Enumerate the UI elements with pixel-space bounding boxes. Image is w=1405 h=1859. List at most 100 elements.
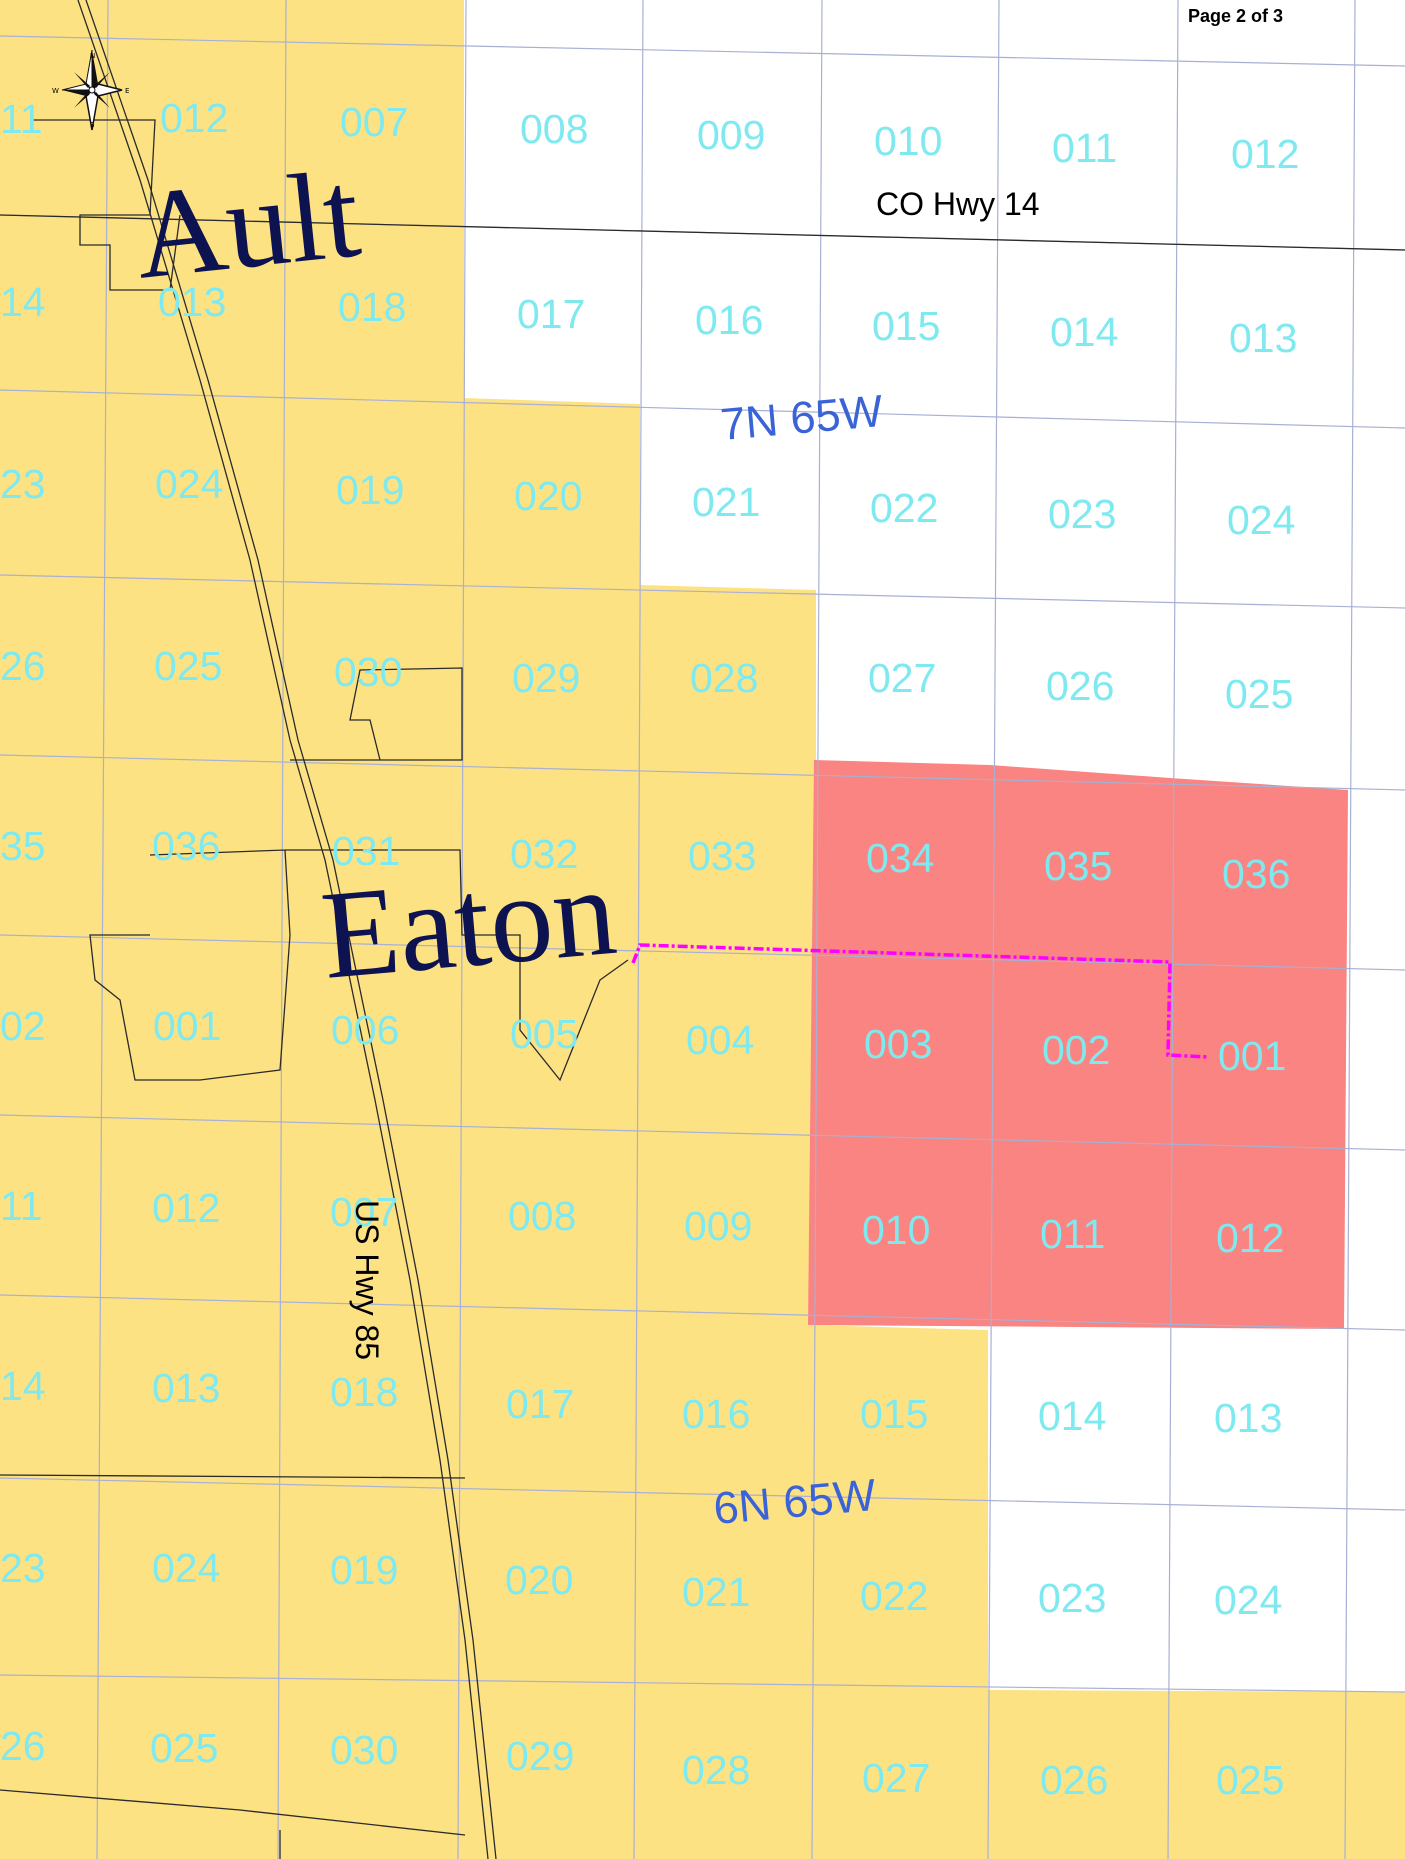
section-label: 034 <box>866 835 934 881</box>
section-label: 027 <box>862 1755 930 1801</box>
section-label: 004 <box>686 1017 754 1063</box>
section-label: 021 <box>692 479 760 525</box>
section-label: 11 <box>0 1183 43 1229</box>
section-label: 030 <box>330 1727 398 1773</box>
section-label: 023 <box>1048 491 1116 537</box>
section-label: 23 <box>0 1545 46 1591</box>
town-boundary-ault <box>30 119 181 291</box>
section-label: 024 <box>1214 1577 1282 1623</box>
road-label-us-hwy-85: US Hwy 85 <box>349 1200 385 1360</box>
section-label: 006 <box>331 1007 399 1053</box>
section-label: 010 <box>862 1207 930 1253</box>
section-label: 11 <box>0 96 43 142</box>
section-label: 022 <box>870 485 938 531</box>
project-area <box>808 760 1348 1329</box>
section-label: 016 <box>682 1391 750 1437</box>
section-label: 023 <box>1038 1575 1106 1621</box>
compass-west-label: W <box>52 87 59 95</box>
compass-north-label: N <box>90 52 95 60</box>
section-label: 027 <box>868 655 936 701</box>
section-label: 015 <box>860 1391 928 1437</box>
section-label: 012 <box>1216 1215 1284 1261</box>
section-label: 23 <box>0 461 46 507</box>
section-label: 025 <box>1225 671 1293 717</box>
section-label: 013 <box>152 1365 220 1411</box>
section-label: 030 <box>334 649 402 695</box>
section-label: 035 <box>1044 843 1112 889</box>
section-label: 013 <box>1229 315 1297 361</box>
compass-east-label: E <box>125 87 129 95</box>
section-label: 018 <box>330 1369 398 1415</box>
section-label: 26 <box>0 1723 46 1769</box>
section-label: 009 <box>697 112 765 158</box>
section-label: 012 <box>1231 131 1299 177</box>
section-label: 001 <box>1218 1033 1286 1079</box>
section-label: 017 <box>506 1381 574 1427</box>
section-label: 029 <box>512 655 580 701</box>
section-label: 013 <box>1214 1395 1282 1441</box>
section-label: 020 <box>514 473 582 519</box>
section-label: 022 <box>860 1573 928 1619</box>
section-label: 036 <box>1222 851 1290 897</box>
section-label: 008 <box>508 1193 576 1239</box>
section-label: 26 <box>0 643 46 689</box>
section-label: 032 <box>510 831 578 877</box>
section-label: 024 <box>155 461 223 507</box>
section-label: 017 <box>517 291 585 337</box>
section-label: 001 <box>153 1003 221 1049</box>
compass-south-label: S <box>90 121 95 129</box>
section-label: 015 <box>872 303 940 349</box>
section-label: 026 <box>1040 1757 1108 1803</box>
section-label: 025 <box>154 643 222 689</box>
section-label: 024 <box>152 1545 220 1591</box>
county-road-lines <box>0 1474 466 1859</box>
us-hwy-85-line-2 <box>85 0 497 1859</box>
section-label: 007 <box>330 1189 398 1235</box>
pipeline-route <box>631 943 1209 1059</box>
town-label-eaton: Eaton <box>316 842 621 1006</box>
section-label: 011 <box>1040 1211 1105 1257</box>
section-label: 013 <box>158 279 226 325</box>
section-label: 002 <box>1042 1027 1110 1073</box>
section-label: 012 <box>160 95 228 141</box>
section-label: 033 <box>688 833 756 879</box>
town-label-ault: Ault <box>128 144 365 306</box>
section-label: 028 <box>682 1747 750 1793</box>
section-label: 024 <box>1227 497 1295 543</box>
section-label: 014 <box>1038 1393 1106 1439</box>
section-label: 14 <box>0 1363 46 1409</box>
section-label: 007 <box>340 99 408 145</box>
section-label: 003 <box>864 1021 932 1067</box>
us-hwy-85-line <box>77 0 489 1859</box>
section-label: 028 <box>690 655 758 701</box>
road-label-co-hwy-14: CO Hwy 14 <box>876 186 1040 222</box>
section-label: 35 <box>0 823 46 869</box>
section-label: 019 <box>336 467 404 513</box>
co-hwy-14-line <box>0 214 1405 251</box>
section-label: 02 <box>0 1003 46 1049</box>
section-labels: 11 012 007 008 009 010 011 012 14 013 01… <box>0 95 1299 1803</box>
section-label: 014 <box>1050 309 1118 355</box>
section-label: 019 <box>330 1547 398 1593</box>
section-label: 016 <box>695 297 763 343</box>
town-boundary-eaton <box>89 667 629 1082</box>
section-label: 005 <box>510 1011 578 1057</box>
section-label: 021 <box>682 1569 750 1615</box>
section-label: 14 <box>0 279 46 325</box>
section-label: 029 <box>506 1733 574 1779</box>
section-label: 025 <box>150 1725 218 1771</box>
compass-rose-icon: N S E W <box>52 49 129 131</box>
section-label: 031 <box>332 828 400 874</box>
section-label: 025 <box>1216 1757 1284 1803</box>
section-label: 008 <box>520 106 588 152</box>
section-label: 026 <box>1046 663 1114 709</box>
section-label: 018 <box>338 284 406 330</box>
page-label: Page 2 of 3 <box>1188 6 1283 26</box>
section-label: 011 <box>1052 125 1117 171</box>
section-label: 012 <box>152 1185 220 1231</box>
section-label: 020 <box>505 1557 573 1603</box>
